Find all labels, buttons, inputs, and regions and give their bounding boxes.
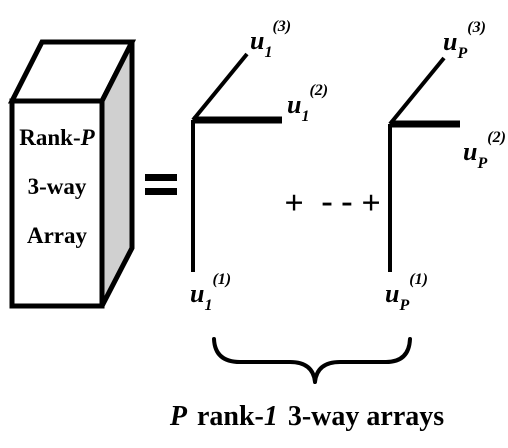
cube-label-line3: Array xyxy=(27,223,88,248)
plus-left: + xyxy=(284,185,303,222)
label-up-3: uP(3) xyxy=(443,19,486,62)
rank-p-cube: Rank-P 3-way Array xyxy=(7,39,137,309)
cube-label-line1: Rank-P xyxy=(19,125,95,150)
label-u1-1: u1(1) xyxy=(190,271,231,314)
equals-sign xyxy=(145,174,177,195)
label-u1-3: u1(3) xyxy=(250,18,291,61)
label-up-1: uP(1) xyxy=(385,271,428,314)
grouping-brace xyxy=(212,337,412,384)
cube-label-line2: 3-way xyxy=(28,174,87,199)
vector-up-3-axis xyxy=(388,56,446,126)
label-u1-2: u1(2) xyxy=(287,82,328,125)
plus-right: + xyxy=(361,185,380,222)
cube-front-face xyxy=(9,98,105,309)
sum-ellipsis: + - - + xyxy=(284,183,380,222)
vector-u1-3-axis xyxy=(191,52,249,122)
ellipsis-dashes: - - xyxy=(321,183,352,220)
label-up-2: uP(2) xyxy=(463,129,506,172)
rank-one-term-1: u1(3) u1(2) u1(1) xyxy=(190,18,328,314)
rank-one-term-p: uP(3) uP(2) uP(1) xyxy=(385,19,506,314)
